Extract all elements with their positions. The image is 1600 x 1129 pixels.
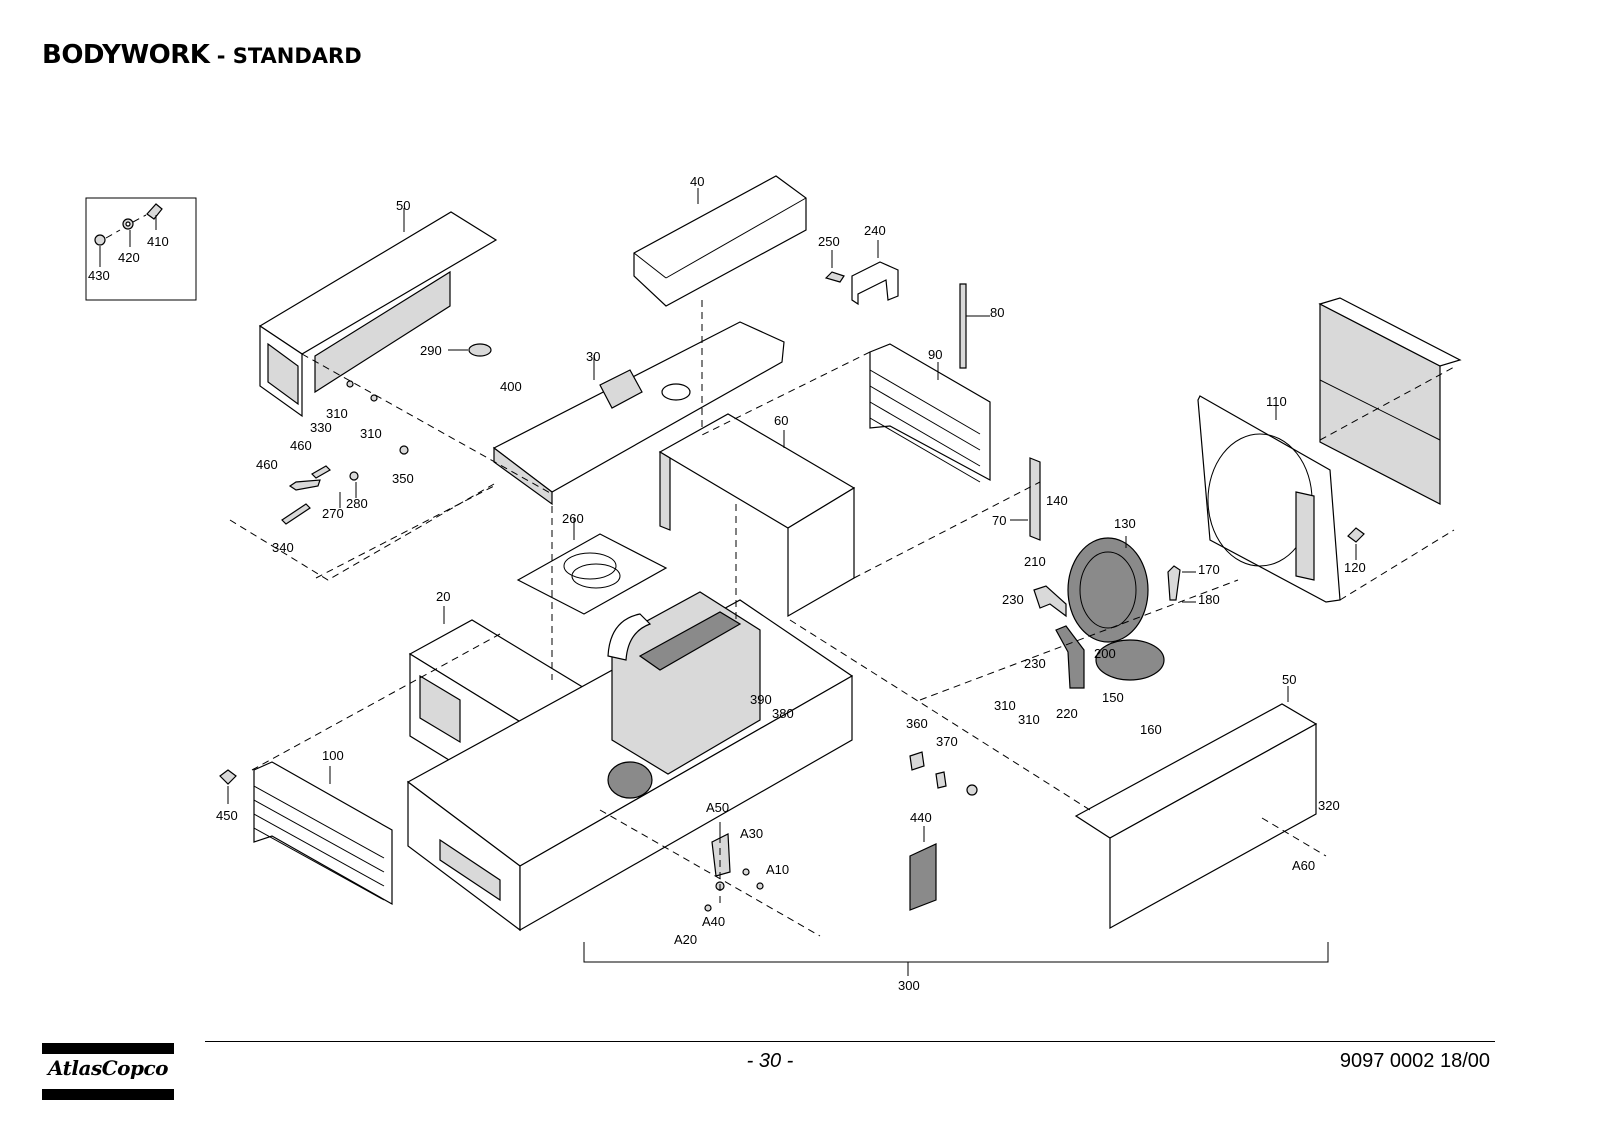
callout-label: 70: [992, 513, 1006, 528]
callout-label: 450: [216, 808, 238, 823]
part-60-side-panel: [658, 413, 856, 618]
part-360-clip: [909, 751, 925, 771]
part-50-side-door: [1074, 686, 1318, 930]
callout-label: 360: [906, 716, 928, 731]
part-70-strip: [1029, 457, 1041, 541]
callout-label: 220: [1056, 706, 1078, 721]
callout-label: 300: [898, 978, 920, 993]
document-number: 9097 0002 18/00: [1339, 1050, 1490, 1072]
callout-label: 180: [1198, 592, 1220, 607]
callout-label: 260: [562, 511, 584, 526]
fastener-cluster-left: [281, 380, 409, 525]
callout-label: 30: [586, 349, 600, 364]
callout-label: 380: [772, 706, 794, 721]
part-30-center-top: [492, 321, 785, 506]
callout-label: 310: [360, 426, 382, 441]
callout-label: 170: [1198, 562, 1220, 577]
callout-label: A30: [740, 826, 763, 841]
part-120-bolt: [1347, 527, 1365, 543]
part-radiator: [1318, 297, 1462, 505]
callout-label: 330: [310, 420, 332, 435]
part-90-louvre-panel: [869, 343, 991, 483]
callout-label: 60: [774, 413, 788, 428]
callout-labels: 410 420 430 50 40 250 240 80 290 30 400 …: [88, 174, 1366, 993]
callout-label: A50: [706, 800, 729, 815]
part-round-cap: [966, 784, 978, 796]
part-110-fan-shroud: [1197, 395, 1341, 603]
callout-label: A20: [674, 932, 697, 947]
callout-label: A40: [702, 914, 725, 929]
callout-label: 250: [818, 234, 840, 249]
callout-label: 230: [1002, 592, 1024, 607]
part-130-fan: [1067, 536, 1165, 681]
callout-label: 340: [272, 540, 294, 555]
page-title: BODYWORK - STANDARD: [42, 40, 362, 70]
engine-block: [607, 591, 761, 799]
part-100-louvre: [253, 761, 393, 906]
part-370-bolt: [935, 771, 947, 789]
callout-label: 210: [1024, 554, 1046, 569]
callout-label: 120: [1344, 560, 1366, 575]
callout-label: 390: [750, 692, 772, 707]
callout-label: 140: [1046, 493, 1068, 508]
part-240-bracket: [851, 261, 899, 306]
callout-label: 110: [1266, 394, 1287, 409]
title-sub: - STANDARD: [209, 44, 362, 68]
part-440-plate: [909, 843, 937, 911]
callout-label: A60: [1292, 858, 1315, 873]
callout-label: 440: [910, 810, 932, 825]
part-170-bolt: [1167, 565, 1181, 601]
callout-label: 50: [1282, 672, 1296, 687]
part-250-bolt: [824, 271, 845, 283]
atlas-copco-logo: AtlasCopco: [42, 1043, 174, 1101]
assembly-guides: [229, 300, 1457, 937]
part-300-bracket-line: [583, 942, 1329, 963]
callout-label: 310: [1018, 712, 1040, 727]
part-260-gasket: [516, 518, 668, 615]
logo-text: AtlasCopco: [48, 1056, 168, 1080]
logo-bar-bottom: [42, 1089, 174, 1100]
callout-label: 20: [436, 589, 450, 604]
callout-label: 310: [326, 406, 348, 421]
callout-label: 430: [88, 268, 110, 283]
page-number: - 30 -: [746, 1050, 794, 1072]
callout-label: A10: [766, 862, 789, 877]
part-210-bracket: [1033, 585, 1067, 618]
callout-label: 270: [322, 506, 344, 521]
part-80-strip: [959, 283, 967, 369]
callout-label: 460: [290, 438, 312, 453]
callout-label: 150: [1102, 690, 1124, 705]
footer-rule: [205, 1041, 1495, 1042]
callout-label: 160: [1140, 722, 1162, 737]
logo-bar-top: [42, 1043, 174, 1054]
callout-label: 280: [346, 496, 368, 511]
callout-label: 80: [990, 305, 1004, 320]
title-main: BODYWORK: [42, 40, 210, 70]
callout-label: 230: [1024, 656, 1046, 671]
callout-label: 350: [392, 471, 414, 486]
callout-label: 40: [690, 174, 704, 189]
callout-label: 400: [500, 379, 522, 394]
part-220-bracket: [1055, 625, 1085, 689]
callout-label: 420: [118, 250, 140, 265]
part-290-washer: [468, 343, 492, 357]
callout-label: 410: [147, 234, 169, 249]
callout-label: 310: [994, 698, 1016, 713]
part-40-top-cover: [633, 175, 807, 307]
callout-label: 370: [936, 734, 958, 749]
callout-label: 240: [864, 223, 886, 238]
callout-label: 460: [256, 457, 278, 472]
part-450-bolt: [219, 769, 237, 785]
fastener-inset: [85, 197, 197, 301]
part-50-roof-left: [258, 208, 498, 418]
callout-label: 320: [1318, 798, 1340, 813]
callout-label: 130: [1114, 516, 1136, 531]
callout-label: 100: [322, 748, 344, 763]
callout-label: 290: [420, 343, 442, 358]
callout-label: 90: [928, 347, 942, 362]
callout-label: 50: [396, 198, 410, 213]
callout-label: 200: [1094, 646, 1116, 661]
